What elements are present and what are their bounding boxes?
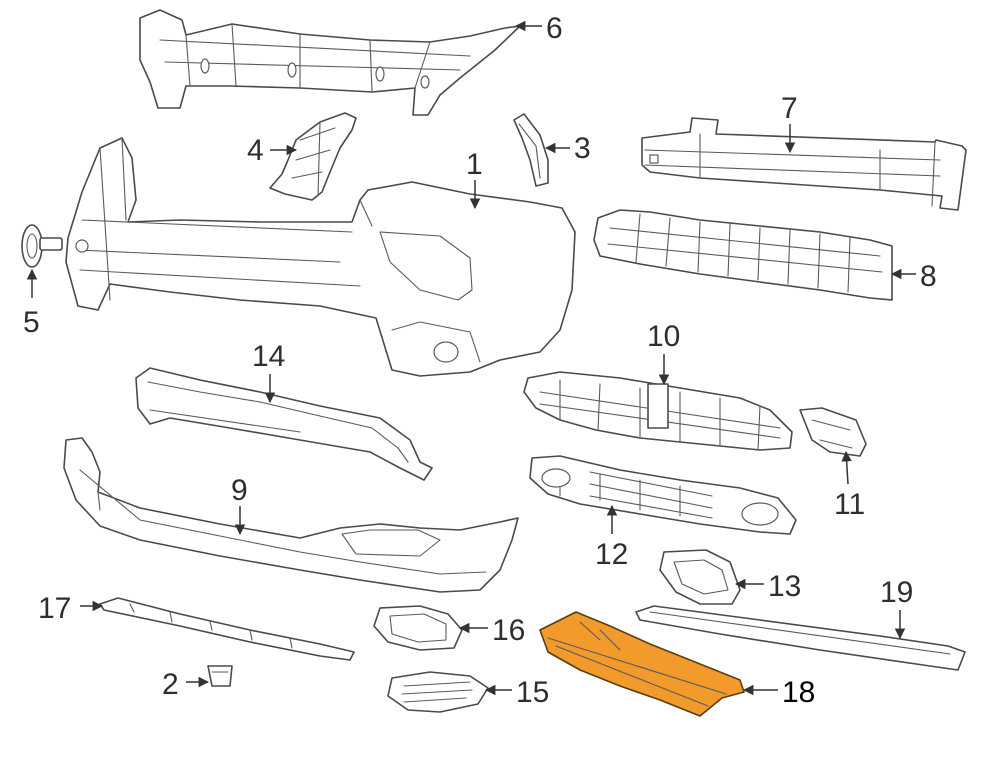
part-2-clip xyxy=(207,665,233,687)
callout-label: 12 xyxy=(595,538,628,571)
callout-label: 7 xyxy=(781,92,798,125)
callout-label: 8 xyxy=(920,260,937,293)
part-3-corner-trim xyxy=(513,113,549,187)
callout-15: 15 xyxy=(484,676,549,709)
callout-label: 9 xyxy=(231,474,248,507)
callout-label: 3 xyxy=(574,132,591,165)
callout-label: 16 xyxy=(492,614,525,647)
part-13-fog-bezel xyxy=(659,549,741,605)
part-14-grille-bezel xyxy=(135,367,433,481)
callout-label: 15 xyxy=(516,676,549,709)
callout-3: 3 xyxy=(544,132,591,165)
part-12-lower-grille xyxy=(529,455,797,535)
callout-label: 13 xyxy=(768,570,801,603)
callout-5: 5 xyxy=(23,268,40,339)
callout-4: 4 xyxy=(247,134,298,167)
callout-2: 2 xyxy=(162,668,210,701)
part-5-tow-cap xyxy=(21,224,63,268)
callout-label: 2 xyxy=(162,668,179,701)
part-16-fog-bezel xyxy=(373,605,463,651)
callout-12: 12 xyxy=(595,504,628,571)
callout-19: 19 xyxy=(880,576,913,640)
callout-13: 13 xyxy=(734,570,801,603)
part-7-reinforcement-bar xyxy=(641,117,967,211)
callout-label: 17 xyxy=(38,592,71,625)
callout-8: 8 xyxy=(890,260,937,293)
callout-10: 10 xyxy=(647,320,680,386)
part-19-trim-strip xyxy=(635,605,966,671)
callout-9: 9 xyxy=(231,474,248,536)
part-1-bumper-fascia xyxy=(65,137,576,377)
callout-label: 4 xyxy=(247,134,264,167)
part-10-grille-shutter xyxy=(523,371,793,451)
part-15-vent-grille xyxy=(387,671,489,713)
callout-label: 18 xyxy=(782,676,815,709)
callout-18: 18 xyxy=(742,676,815,709)
callout-label: 19 xyxy=(880,576,913,609)
callout-label: 11 xyxy=(834,488,865,521)
callout-label: 10 xyxy=(647,320,680,353)
part-17-lower-strip xyxy=(99,597,355,661)
callout-label: 1 xyxy=(466,148,483,181)
callout-label: 5 xyxy=(23,306,40,339)
part-18-skid-plate xyxy=(539,611,745,717)
part-8-energy-absorber xyxy=(593,209,893,301)
part-4-side-bracket xyxy=(269,112,357,201)
callout-6: 6 xyxy=(514,12,563,45)
part-9-lower-fascia xyxy=(63,437,519,593)
callout-16: 16 xyxy=(458,614,525,647)
part-6-upper-bracket xyxy=(139,9,521,116)
callout-17: 17 xyxy=(38,592,104,625)
callout-1: 1 xyxy=(466,148,483,210)
callout-label: 14 xyxy=(252,340,285,373)
callout-label: 6 xyxy=(546,12,563,45)
part-11-small-bracket xyxy=(799,407,867,457)
callout-14: 14 xyxy=(252,340,285,404)
callout-7: 7 xyxy=(781,92,798,154)
callout-11: 11 xyxy=(834,450,865,521)
